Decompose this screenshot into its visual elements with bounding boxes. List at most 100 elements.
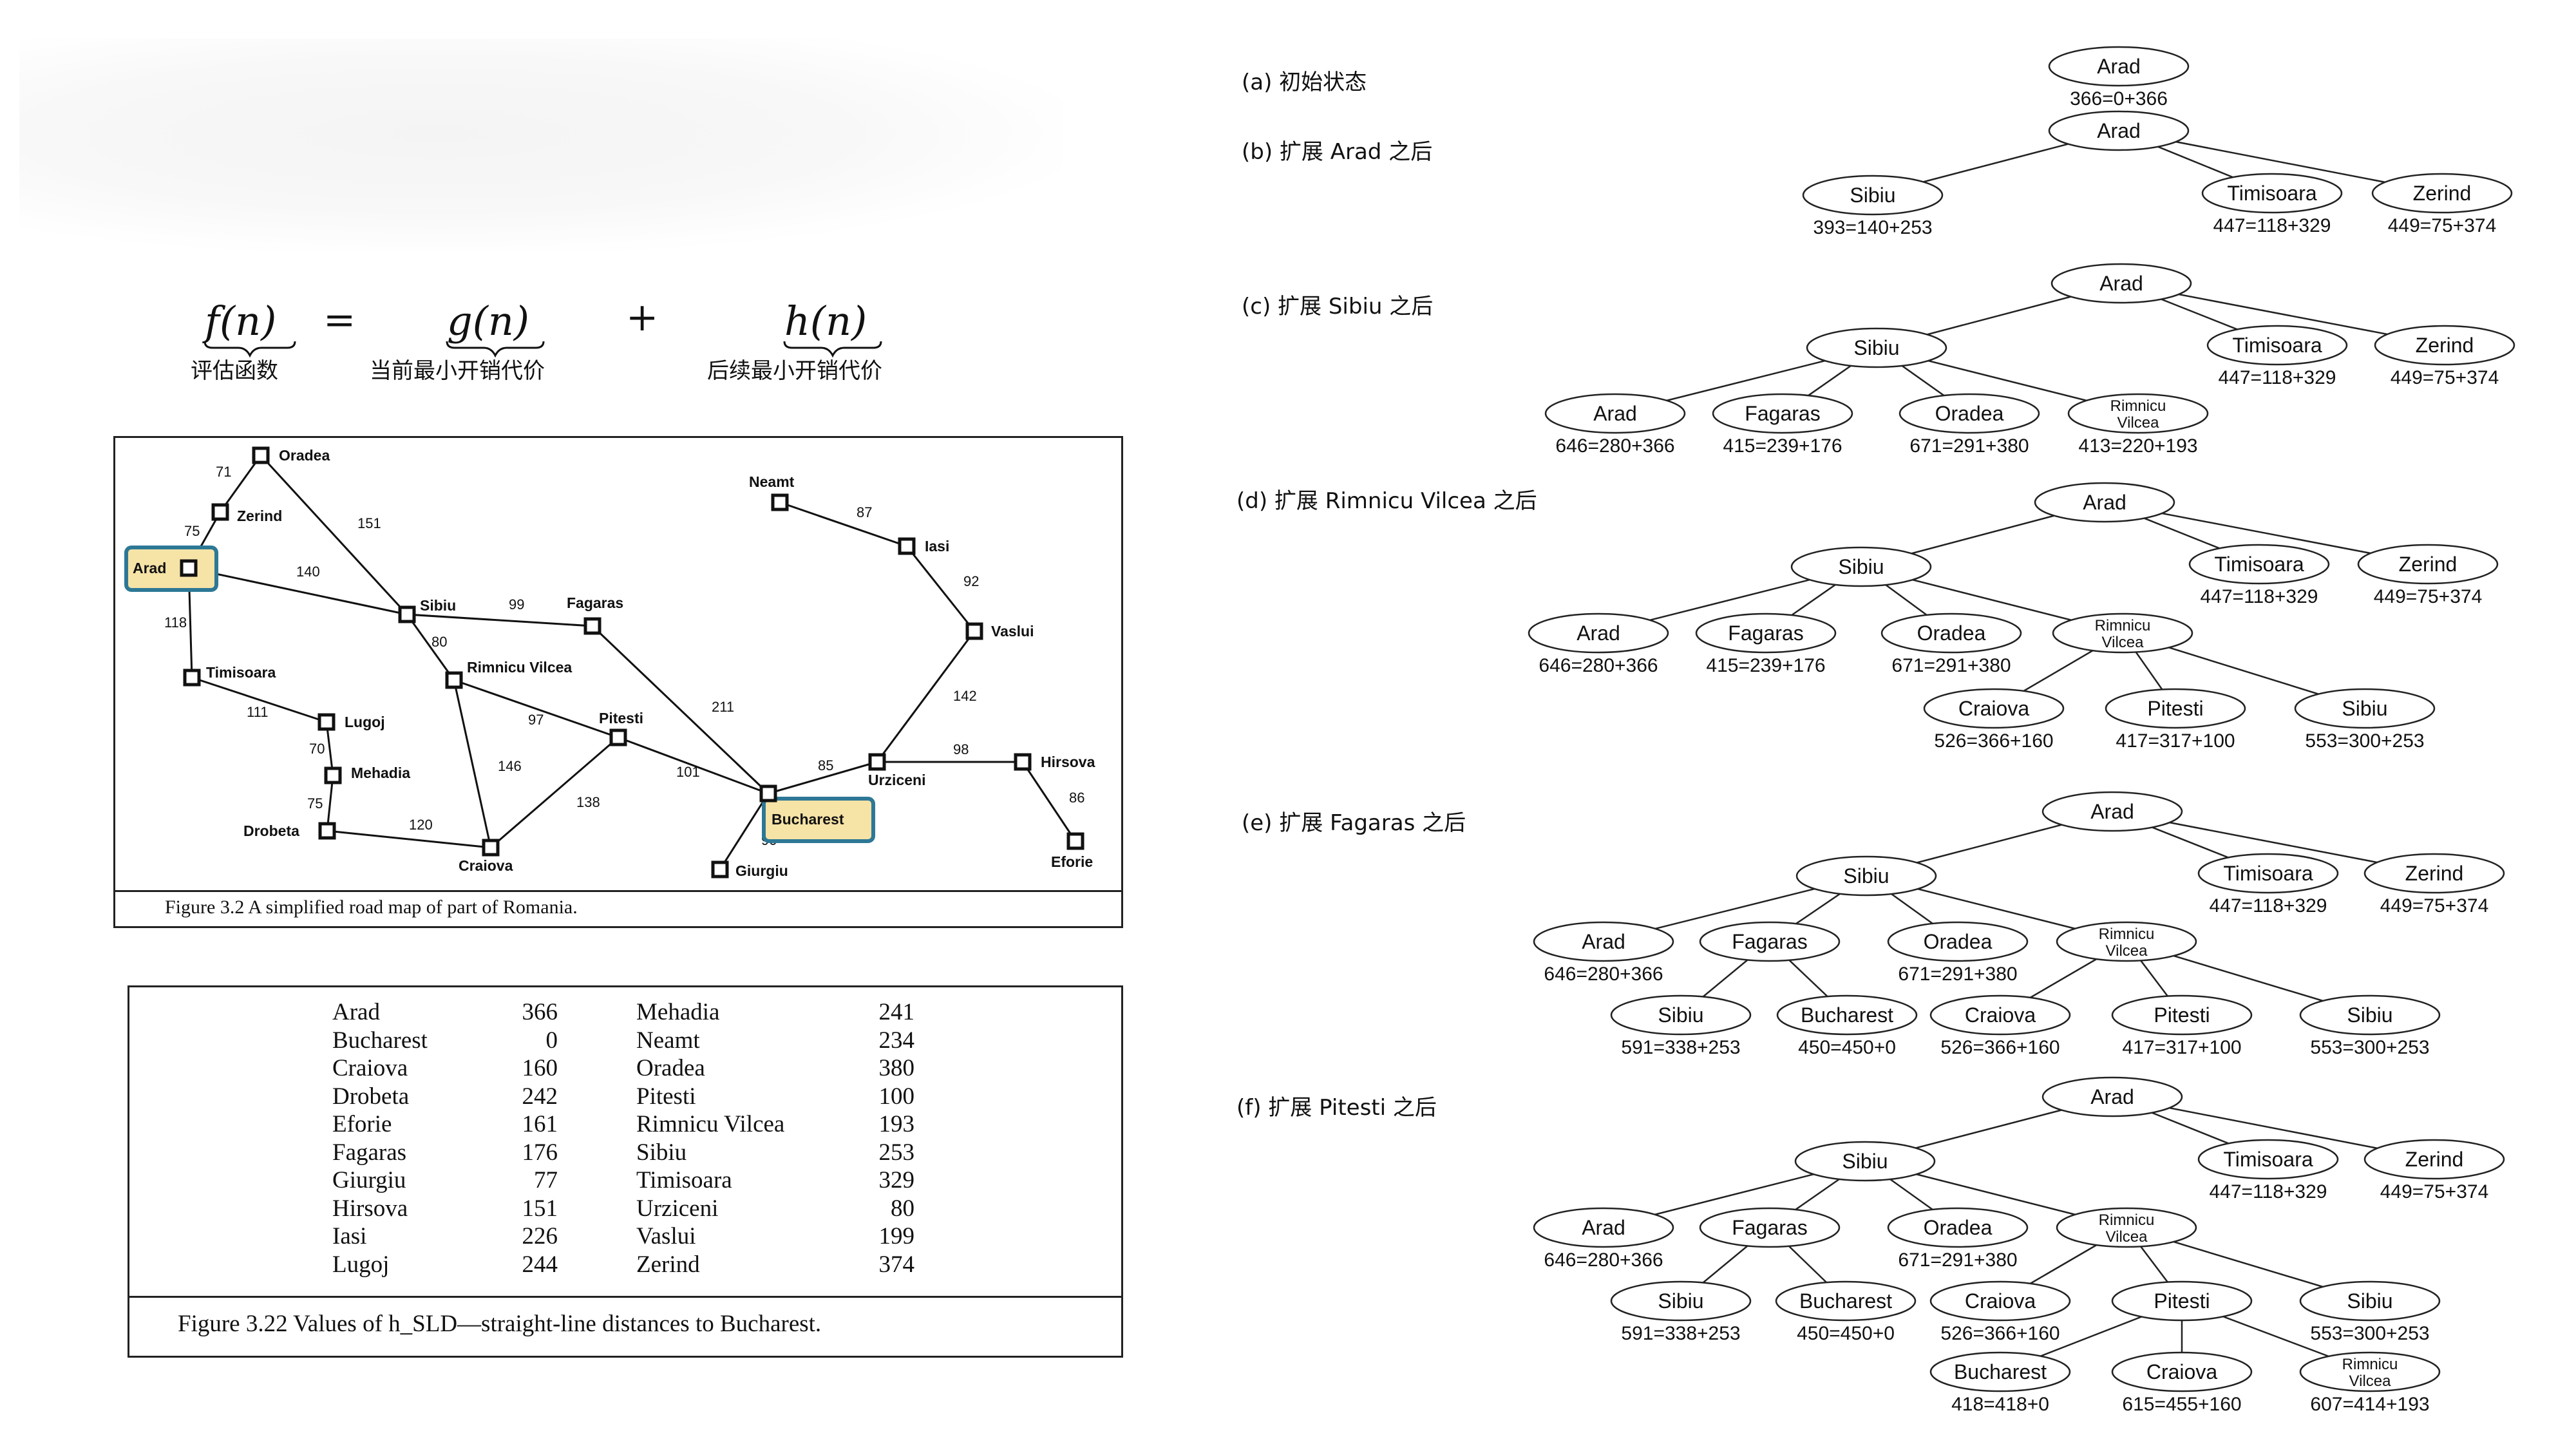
tree-node	[2048, 46, 2190, 87]
tree-node-score: 553=300+253	[2305, 730, 2424, 752]
road-mehadia-drobeta	[326, 775, 334, 831]
tree-node-score: 413=220+193	[2078, 435, 2197, 457]
tree-node	[1887, 921, 2029, 962]
formula-equals: =	[323, 298, 356, 343]
tree-node-label: Vilcea	[2106, 942, 2148, 960]
road-distance-label: 80	[431, 634, 447, 650]
road-distance-label: 75	[307, 795, 323, 812]
sld-city-left: Giurgiu	[332, 1167, 406, 1193]
road-bucharest-urziceni	[768, 761, 878, 795]
tree-node-score: 671=291+380	[1898, 1249, 2017, 1271]
city-node-mehadia	[324, 766, 342, 784]
sld-city-left: Fagaras	[332, 1139, 407, 1166]
sld-value-left: 160	[522, 1055, 558, 1081]
tree-node	[2188, 544, 2330, 585]
formula-g-caption: 当前最小开销代价	[370, 358, 545, 384]
road-arad-sibiu	[188, 567, 408, 616]
tree-node-label: Sibiu	[1658, 1289, 1703, 1313]
city-label: Hirsova	[1041, 754, 1095, 770]
tree-node-label: Rimnicu	[2342, 1356, 2398, 1373]
sld-value-left: 0	[545, 1027, 558, 1054]
city-label: Arad	[133, 560, 166, 576]
sld-value-right: 253	[878, 1139, 915, 1166]
sld-city-left: Lugoj	[332, 1251, 390, 1278]
search-step-label: (f) 扩展 Pitesti 之后	[1236, 1095, 1437, 1121]
tree-node-label: Bucharest	[1801, 1003, 1893, 1027]
search-step-label: (a) 初始状态	[1242, 70, 1367, 95]
tree-node-score: 526=366+160	[1940, 1323, 2060, 1344]
city-node-neamt	[771, 493, 789, 511]
sld-value-left: 77	[534, 1167, 558, 1193]
city-node-giurgiu	[711, 860, 729, 878]
city-node-bucharest	[759, 784, 777, 802]
tree-node	[2111, 1351, 2253, 1392]
tree-node-score: 553=300+253	[2310, 1323, 2429, 1344]
map-caption-rule	[113, 890, 1123, 892]
tree-node	[1795, 855, 1937, 897]
tree-node-label: Sibiu	[1843, 864, 1889, 888]
tree-node	[2050, 263, 2192, 304]
sld-value-left: 366	[522, 999, 558, 1025]
road-rimnicu-vilcea-pitesti	[453, 679, 619, 739]
tree-node	[1610, 994, 1752, 1036]
tree-node	[1929, 1280, 2071, 1322]
tree-node-label: Rimnicu	[2099, 1211, 2155, 1229]
tree-node	[2048, 110, 2190, 151]
tree-node	[1899, 393, 2040, 434]
tree-node-label: Sibiu	[2347, 1003, 2392, 1027]
tree-node-label: Craiova	[2146, 1360, 2217, 1383]
search-step-label: (e) 扩展 Fagaras 之后	[1242, 810, 1466, 836]
city-label: Iasi	[925, 538, 949, 555]
tree-node-score: 418=418+0	[1951, 1394, 2049, 1415]
tree-node	[2197, 1139, 2339, 1180]
sld-value-right: 241	[878, 999, 915, 1025]
tree-node	[1929, 1351, 2071, 1392]
road-rimnicu-vilcea-craiova	[453, 679, 492, 848]
sld-value-right: 380	[878, 1055, 915, 1081]
tree-node-label: Zerind	[2413, 182, 2472, 205]
search-tree-b: AradSibiu393=140+253Timisoara447=118+329…	[1802, 110, 2513, 238]
city-node-lugoj	[317, 713, 336, 731]
sld-city-right: Neamt	[636, 1027, 700, 1054]
tree-node	[1806, 327, 1947, 368]
road-vaslui-iasi	[905, 546, 976, 632]
city-label: Rimnicu Vilcea	[467, 659, 572, 676]
tree-node	[2299, 1351, 2441, 1392]
tree-node	[1695, 613, 1837, 654]
tree-node-label: Craiova	[1958, 697, 2029, 720]
tree-node-score: 526=366+160	[1940, 1037, 2060, 1058]
city-node-sibiu	[398, 605, 416, 623]
road-sibiu-fagaras	[406, 613, 593, 627]
tree-node	[2056, 1207, 2197, 1248]
road-distance-label: 146	[498, 758, 522, 774]
sld-city-left: Hirsova	[332, 1195, 408, 1222]
sld-value-right: 193	[878, 1111, 915, 1137]
tree-node-score: 415=239+176	[1706, 655, 1825, 676]
sld-value-left: 161	[522, 1111, 558, 1137]
tree-node	[1533, 921, 1674, 962]
tree-node	[1923, 688, 2065, 729]
search-step-label: (b) 扩展 Arad 之后	[1242, 139, 1433, 165]
city-label: Pitesti	[599, 710, 643, 726]
city-node-arad	[180, 559, 198, 577]
road-hirsova-eforie	[1021, 761, 1077, 842]
tree-node-label: Oradea	[1935, 402, 2004, 425]
road-pitesti-bucharest	[618, 736, 769, 795]
tree-node-label: Sibiu	[1838, 555, 1884, 578]
tree-node	[2197, 853, 2339, 894]
tree-node	[1790, 546, 1932, 587]
sld-value-right: 100	[878, 1083, 915, 1110]
tree-node-label: Arad	[2083, 491, 2126, 514]
tree-node	[2357, 544, 2499, 585]
sld-city-left: Arad	[332, 999, 380, 1025]
road-distance-label: 99	[509, 596, 524, 613]
tree-node-score: 646=280+366	[1539, 655, 1658, 676]
city-label: Oradea	[279, 447, 330, 464]
tree-node-label: Sibiu	[1842, 1150, 1888, 1173]
sld-city-right: Pitesti	[636, 1083, 696, 1110]
sld-city-left: Craiova	[332, 1055, 408, 1081]
sld-value-left: 244	[522, 1251, 558, 1278]
road-timisoara-lugoj	[191, 676, 327, 723]
tree-node-label: Vilcea	[2102, 634, 2145, 651]
